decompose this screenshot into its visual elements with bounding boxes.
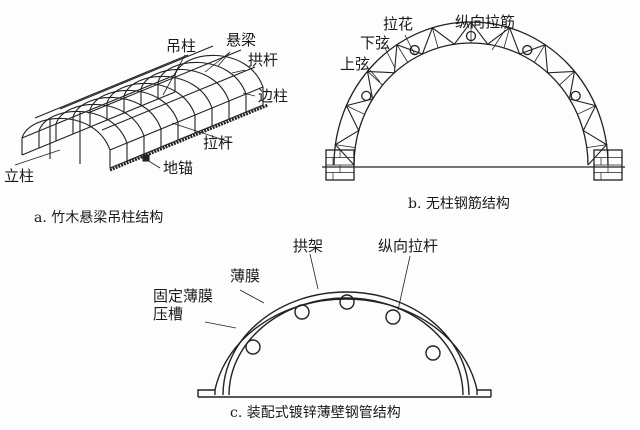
- leader-lines-a: [14, 51, 256, 169]
- truss-web: [533, 44, 546, 63]
- arch-frame: [123, 75, 213, 126]
- label-hanging-post: 吊柱: [166, 37, 197, 55]
- label-suspended-beam: 悬梁: [226, 31, 257, 49]
- truss-web: [346, 105, 365, 115]
- truss-web: [503, 27, 510, 49]
- leader-lines-b: [369, 29, 506, 83]
- label-ground-anchor: 地锚: [163, 159, 194, 177]
- truss-web: [396, 44, 409, 63]
- long-rod-section: [385, 309, 401, 325]
- truss-arch-drawing: [322, 21, 625, 181]
- caption-c: c. 装配式镀锌薄壁钢管结构: [230, 405, 401, 421]
- truss-web: [577, 105, 596, 115]
- label-lacing: 拉花: [383, 15, 414, 33]
- arch-frame: [89, 89, 179, 140]
- middle-arch: [222, 291, 470, 396]
- arch-frame: [21, 117, 111, 168]
- longitudinal-tie-section: [361, 90, 372, 102]
- ridge-purlin: [59, 45, 214, 110]
- steel-pipe-arch-drawing: [197, 253, 492, 398]
- label-film-groove-line2: 压槽: [153, 305, 184, 323]
- label-lower-chord: 下弦: [360, 34, 391, 52]
- label-arch-pole: 拱杆: [248, 51, 279, 69]
- arch-frame: [72, 96, 162, 147]
- bottom-rail-right: [109, 104, 264, 169]
- truss-web: [586, 144, 607, 149]
- purlin: [87, 49, 242, 114]
- leader-lines-c: [204, 253, 411, 329]
- ground-anchor: [142, 154, 150, 162]
- arch-frame: [140, 68, 230, 119]
- label-arch-frame: 拱架: [293, 237, 324, 255]
- caption-b: b. 无柱钢筋结构: [408, 196, 510, 212]
- longitudinal-tie-section: [465, 30, 477, 42]
- truss-web: [559, 71, 575, 86]
- longitudinal-tie-section: [570, 90, 581, 102]
- label-side-post: 边柱: [258, 87, 289, 105]
- lower-chord: [353, 42, 589, 166]
- label-longitudinal-rod: 纵向拉杆: [378, 237, 439, 255]
- label-upright-post: 立柱: [4, 167, 35, 185]
- outer-film-arch: [214, 298, 478, 395]
- caption-a: a. 竹木悬梁吊柱结构: [34, 210, 164, 226]
- truss-web: [367, 71, 383, 86]
- long-rod-section: [425, 345, 441, 361]
- bottom-rail-left: [21, 91, 176, 156]
- arch-frame: [157, 61, 247, 112]
- long-rod-section: [339, 294, 355, 310]
- truss-web: [335, 144, 356, 149]
- label-tie-rod: 拉杆: [203, 134, 234, 152]
- label-film-groove-line1: 固定薄膜: [153, 287, 214, 305]
- label-film: 薄膜: [230, 267, 261, 285]
- long-rod-section: [245, 339, 261, 355]
- purlin: [34, 54, 189, 119]
- long-rod-section: [294, 304, 310, 320]
- ground-anchor-wire: [109, 103, 269, 172]
- eave-rail-left: [21, 74, 176, 139]
- flange-left: [197, 389, 215, 397]
- bamboo-greenhouse-drawing: [21, 45, 269, 172]
- truss-web: [432, 27, 439, 49]
- eave-rail-right: [109, 86, 264, 151]
- arch-frame: [55, 103, 145, 154]
- arch-frame: [106, 82, 196, 133]
- arch-frame: [38, 110, 128, 161]
- label-upper-chord: 上弦: [340, 55, 371, 73]
- purlin: [101, 66, 256, 131]
- flange-right: [477, 389, 492, 397]
- longitudinal-tie-section: [522, 44, 533, 56]
- arch-frame: [174, 54, 264, 105]
- label-longitudinal-tie: 纵向拉筋: [455, 13, 516, 31]
- inner-arch: [228, 297, 464, 396]
